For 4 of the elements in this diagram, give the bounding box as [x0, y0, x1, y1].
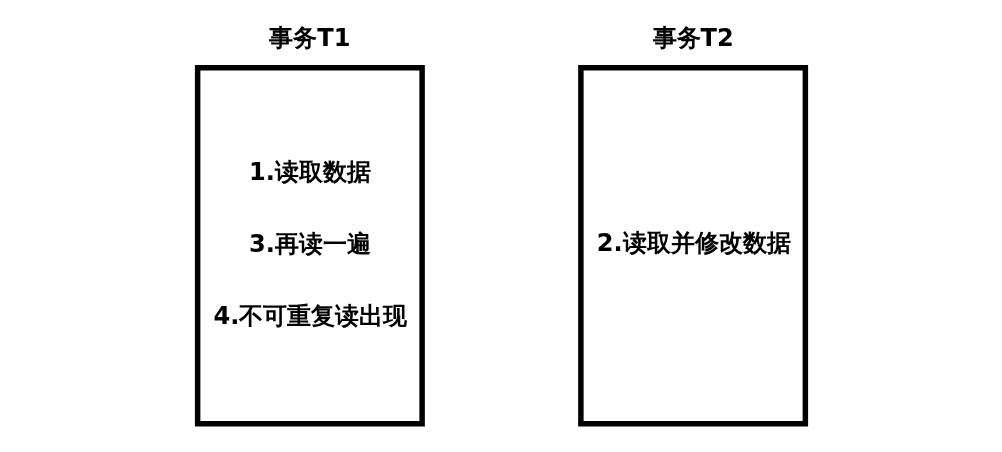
node-label: 事务T1: [268, 23, 351, 52]
node-label: 事务T2: [652, 23, 734, 52]
node-box: 1.读取数据 3.再读一遍 4.不可重复读出现: [194, 65, 425, 427]
node-box: 2.读取并修改数据: [577, 65, 808, 427]
